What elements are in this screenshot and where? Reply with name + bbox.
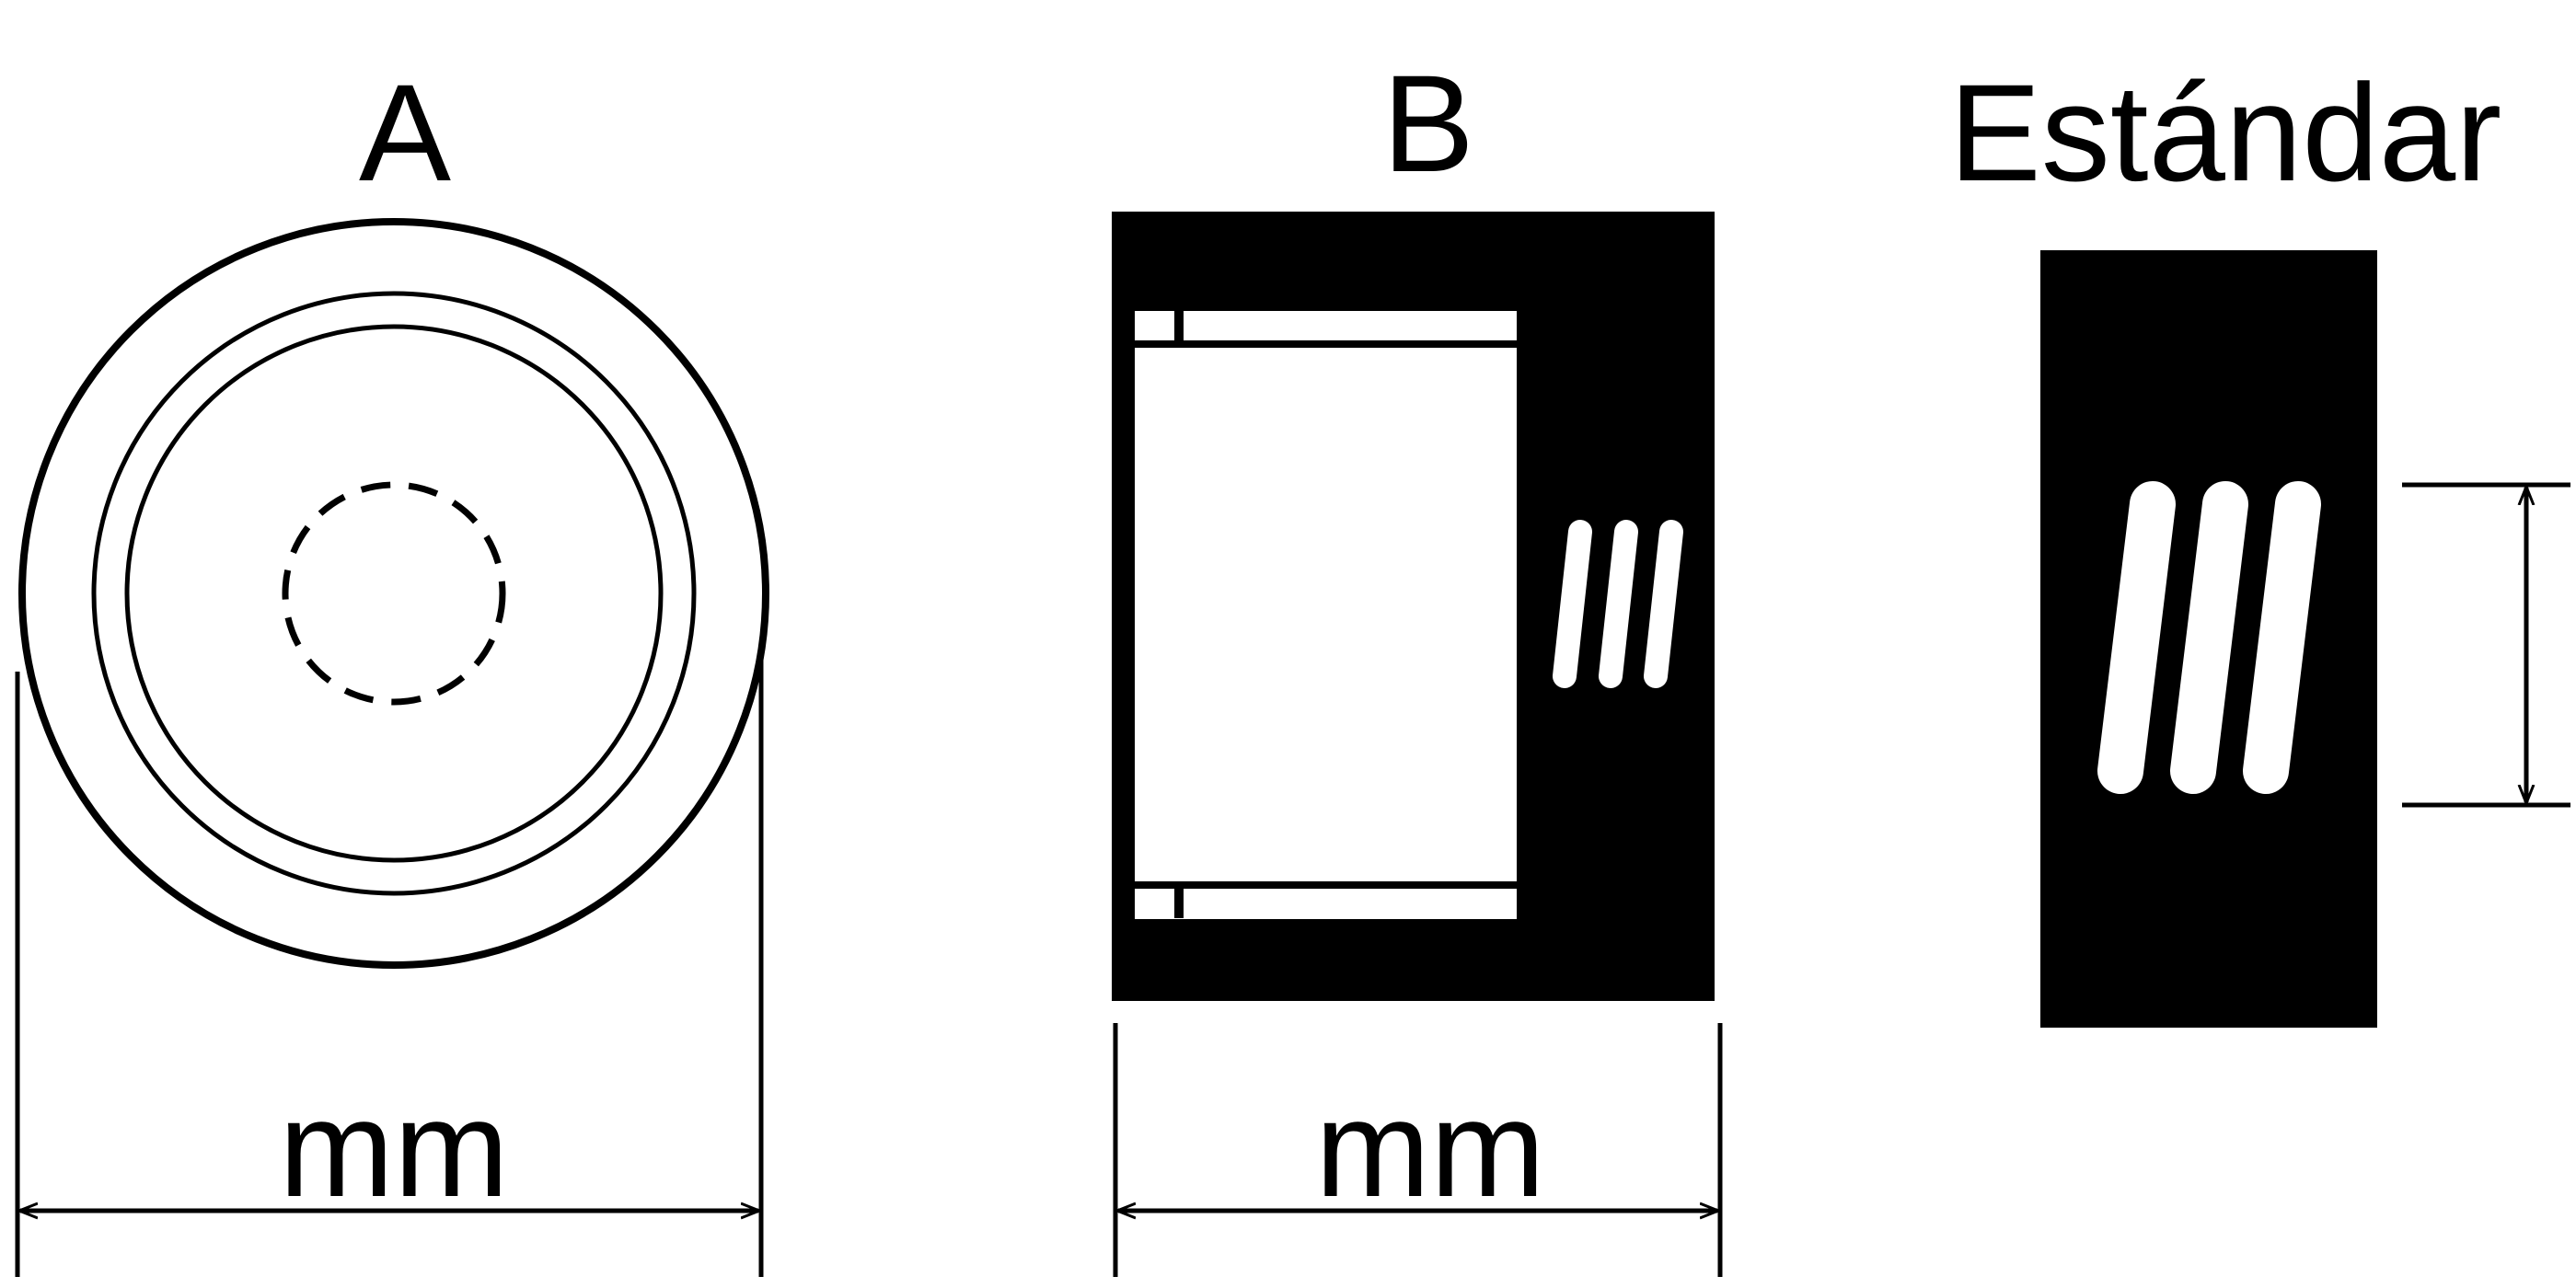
- figure-b-title: B: [1382, 46, 1474, 201]
- figure-a-inner-circle: [124, 324, 664, 863]
- figure-b-slot-1: [1553, 520, 1592, 688]
- figure-b: B mm: [1112, 46, 1723, 1277]
- figure-standard-slot-1: [2097, 481, 2176, 794]
- figure-b-tick-top: [1174, 311, 1184, 342]
- figure-standard: Estándar: [1949, 55, 2570, 1028]
- figure-b-band-top: [1135, 340, 1517, 348]
- figure-b-band-bottom: [1135, 881, 1517, 889]
- figure-standard-slot-3: [2243, 481, 2321, 794]
- figure-a: A mm: [15, 55, 769, 1277]
- figure-b-dimension-label: mm: [1315, 1071, 1545, 1225]
- figure-a-hidden-circle: [282, 481, 506, 706]
- figure-b-tick-bottom: [1174, 887, 1184, 918]
- figure-a-dimension-label: mm: [279, 1071, 509, 1225]
- figure-standard-slot-2: [2170, 481, 2248, 794]
- figure-b-slot-3: [1644, 520, 1683, 688]
- figure-a-title: A: [359, 55, 451, 210]
- figure-a-middle-circle: [91, 291, 697, 896]
- figure-a-outer-circle: [18, 218, 769, 969]
- figure-b-slot-2: [1599, 520, 1638, 688]
- figure-standard-title: Estándar: [1949, 55, 2501, 210]
- figure-b-window: [1135, 311, 1517, 919]
